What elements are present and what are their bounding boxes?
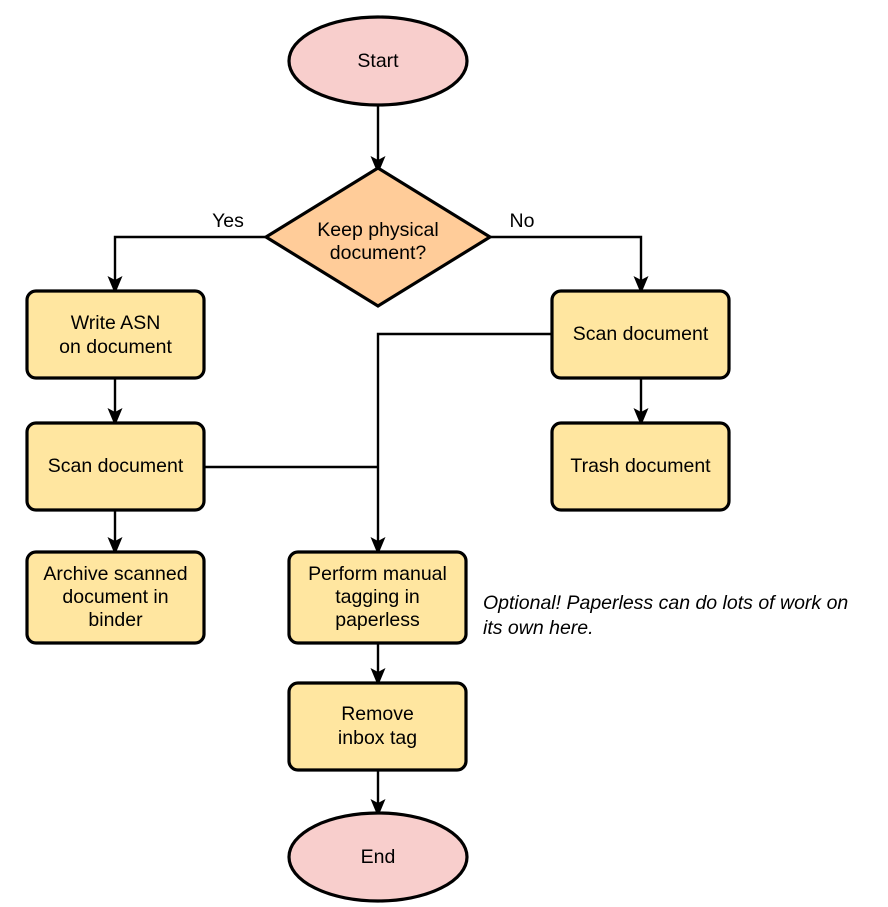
scan-document-right-box: [550, 289, 731, 380]
edge-decision-yes-to-write-asn: [107, 235, 265, 294]
edge-write-asn-to-scan-left: [107, 378, 123, 426]
write-asn-label-line2: on document: [59, 336, 172, 358]
annotation-optional-note: Optional! Paperless can do lots of work …: [483, 592, 848, 639]
remove-inbox-label-line2: inbox tag: [338, 727, 417, 749]
start-ellipse: [287, 15, 469, 107]
edge-remove-inbox-to-end: [370, 770, 386, 817]
tagging-label-line1: Perform manual: [308, 563, 447, 585]
node-scan-document-right[interactable]: Scan document: [550, 289, 731, 380]
scan-document-right-label: Scan document: [573, 323, 709, 345]
edge-scan-right-to-tagging: [376, 332, 552, 544]
node-scan-document-left[interactable]: Scan document: [25, 421, 206, 512]
edge-start-to-decision: [370, 103, 386, 174]
trash-document-label: Trash document: [570, 455, 711, 477]
decision-label-line1: Keep physical: [317, 219, 438, 241]
end-ellipse: [287, 811, 469, 903]
optional-note-line2: its own here.: [483, 617, 594, 639]
remove-inbox-label-line1: Remove: [341, 703, 414, 725]
tagging-label-line3: paperless: [335, 609, 420, 631]
node-archive-scanned-document[interactable]: Archive scanned document in binder: [25, 550, 206, 645]
edge-tagging-to-remove-inbox: [370, 643, 386, 686]
start-label: Start: [357, 50, 399, 72]
tagging-label-line2: tagging in: [335, 586, 420, 608]
edge-decision-no-to-scan-right: [490, 235, 649, 294]
tagging-box: [287, 550, 468, 645]
edge-scan-right-to-trash: [633, 378, 649, 426]
node-perform-manual-tagging[interactable]: Perform manual tagging in paperless: [287, 550, 468, 645]
decision-label-line2: document?: [330, 242, 427, 264]
scan-document-left-box: [25, 421, 206, 512]
node-write-asn-on-document[interactable]: Write ASN on document: [25, 289, 206, 380]
write-asn-label-line1: Write ASN: [71, 312, 161, 334]
node-decision-keep-physical-document[interactable]: Keep physical document?: [262, 166, 494, 308]
archive-label-line3: binder: [88, 609, 143, 631]
decision-diamond: [262, 166, 494, 308]
end-label: End: [361, 846, 396, 868]
edge-label-yes: Yes: [212, 210, 244, 232]
remove-inbox-tag-box: [287, 681, 468, 772]
node-start[interactable]: Start: [287, 15, 469, 107]
optional-note-line1: Optional! Paperless can do lots of work …: [483, 592, 848, 614]
node-trash-document[interactable]: Trash document: [550, 421, 731, 512]
scan-document-left-label: Scan document: [48, 455, 184, 477]
archive-label-line1: Archive scanned: [43, 563, 187, 585]
node-end[interactable]: End: [287, 811, 469, 903]
edge-junction-arrowhead-to-tagging: [370, 537, 386, 555]
write-asn-box: [25, 289, 206, 380]
archive-box: [25, 550, 206, 645]
node-remove-inbox-tag[interactable]: Remove inbox tag: [287, 681, 468, 772]
edge-scan-left-to-archive: [107, 510, 123, 555]
archive-label-line2: document in: [62, 586, 168, 608]
edge-label-no: No: [510, 210, 535, 232]
trash-document-box: [550, 421, 731, 512]
